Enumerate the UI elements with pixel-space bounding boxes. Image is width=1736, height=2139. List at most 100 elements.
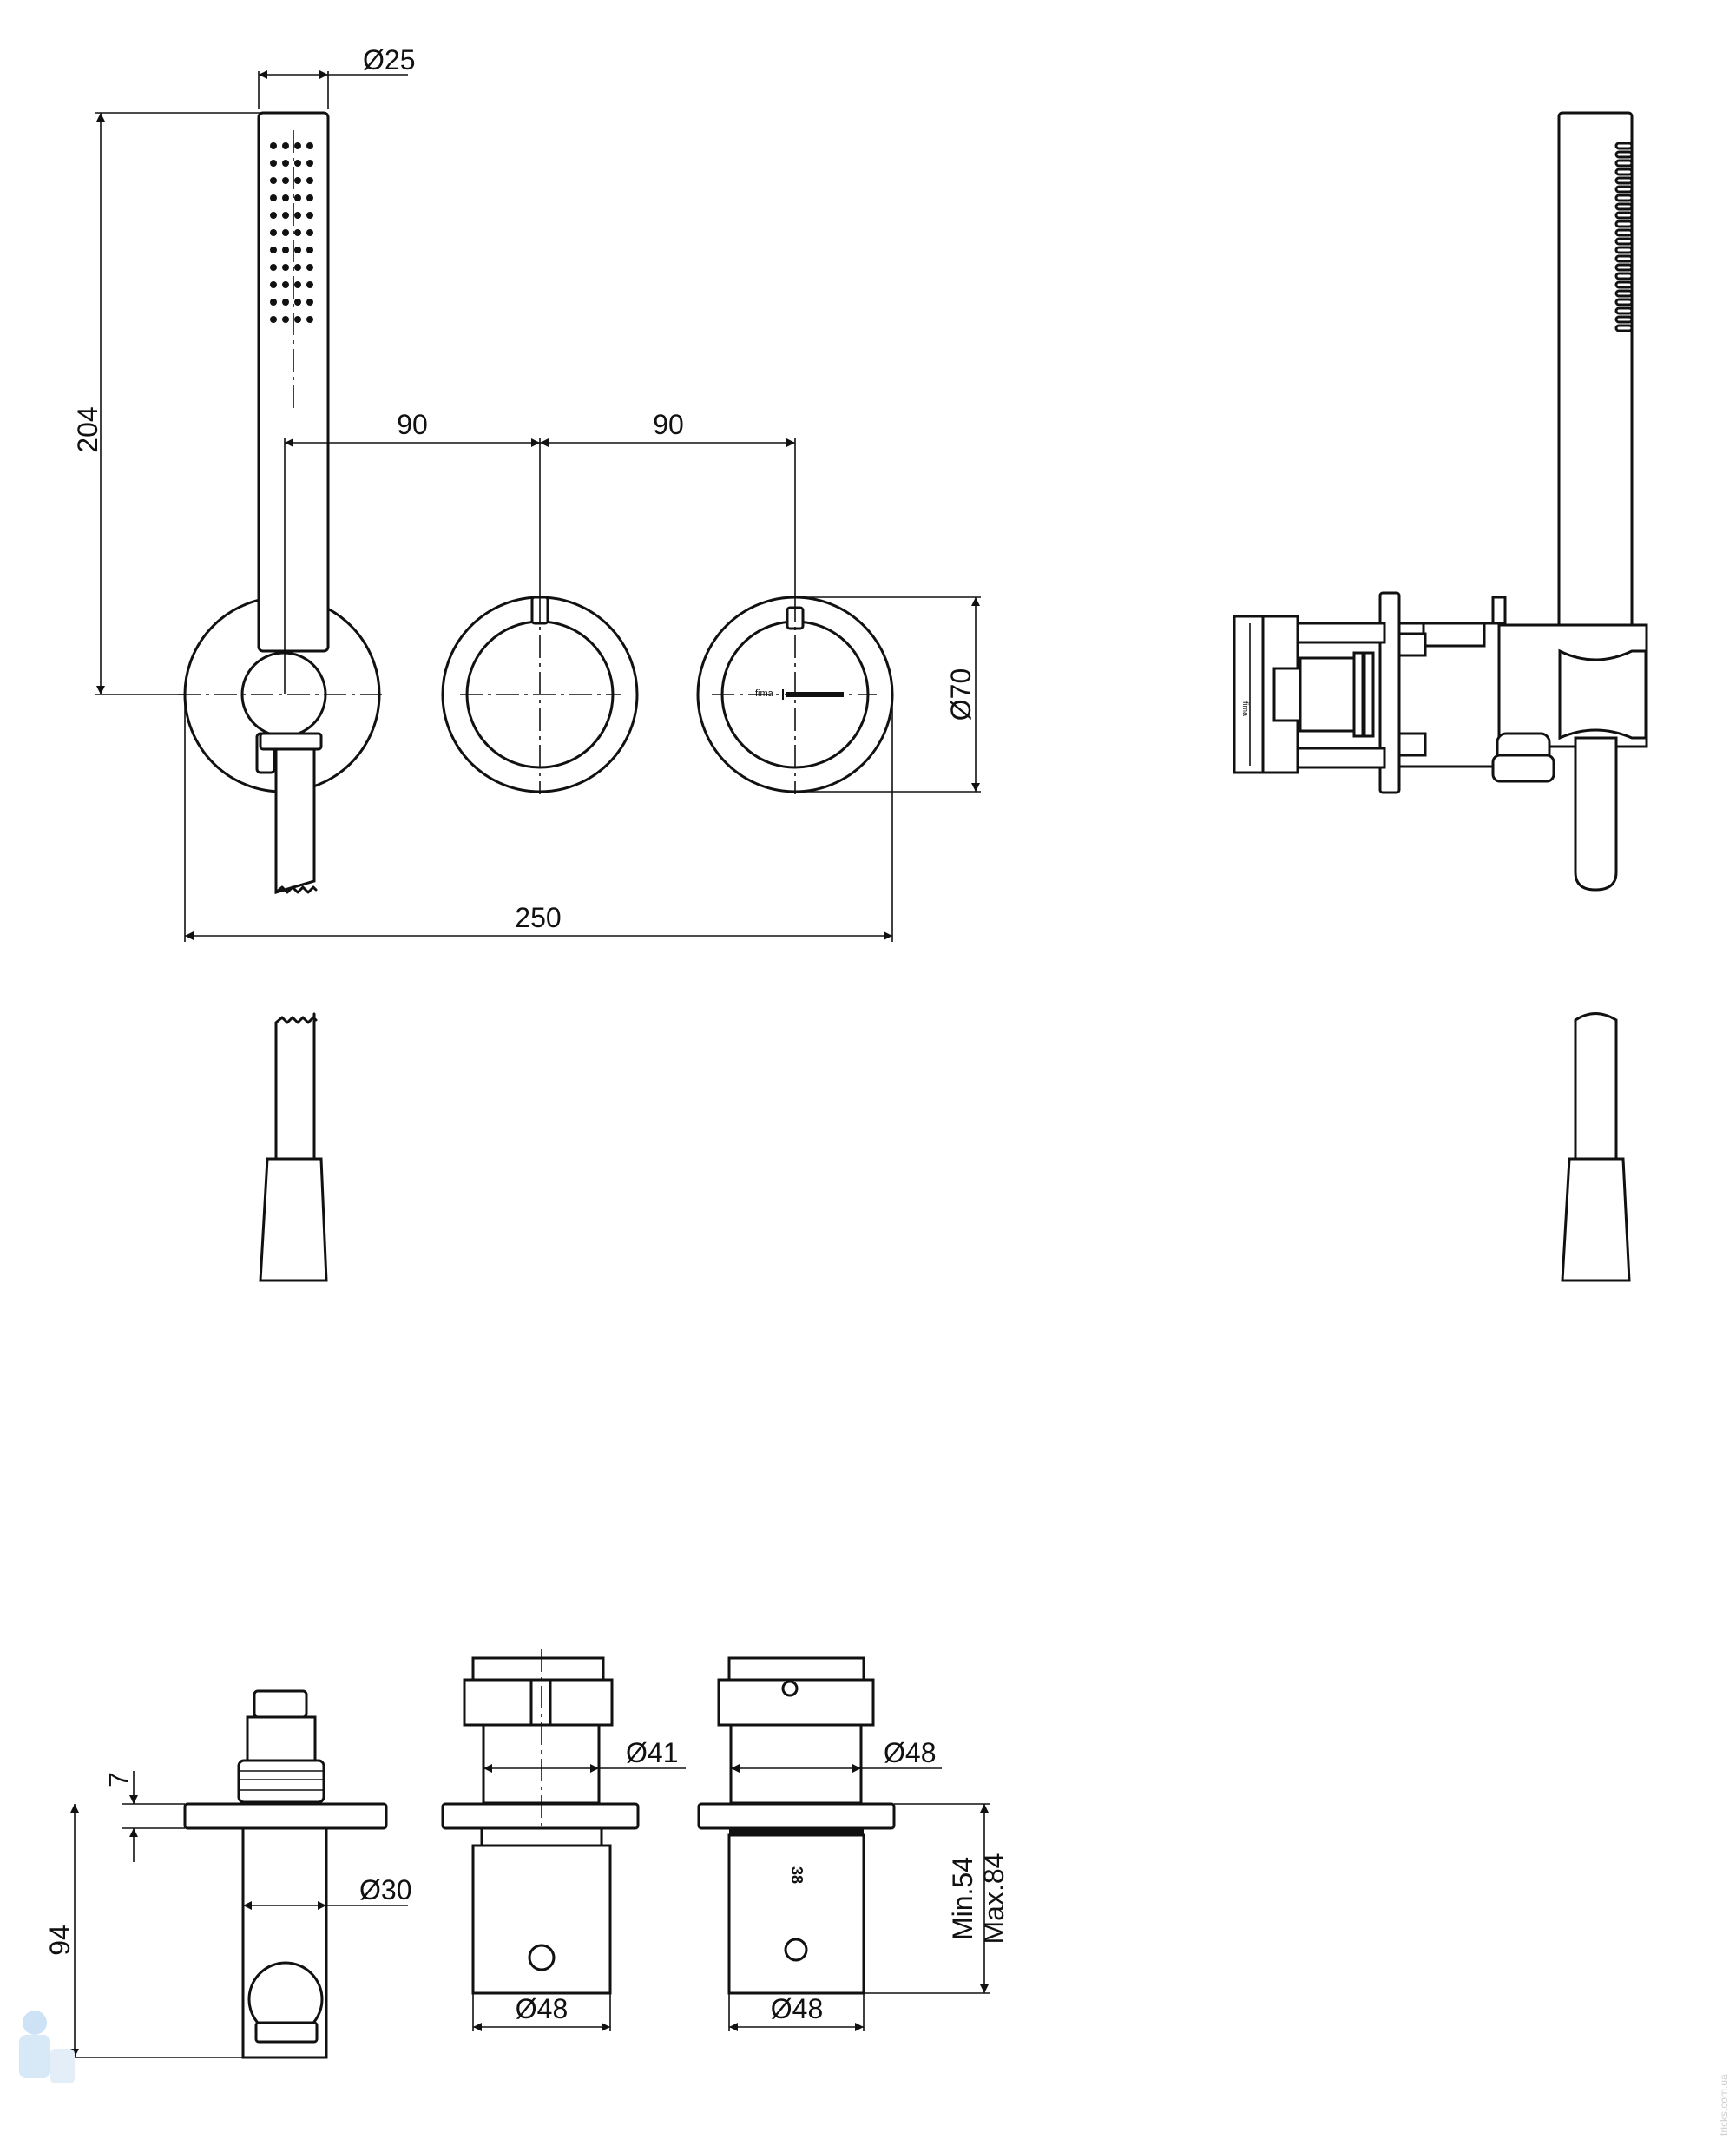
side-nozzles: [1614, 142, 1634, 332]
outlet-plate: [183, 1802, 388, 1830]
brand-mark: fima: [755, 688, 774, 699]
hose-connector: [259, 1157, 328, 1282]
thermostat-handle-section: [727, 1833, 865, 1995]
hose: [274, 736, 316, 895]
spray-nozzle: [294, 194, 301, 201]
spray-nozzle: [306, 177, 313, 184]
spray-nozzle: [306, 281, 313, 288]
spray-nozzle: [306, 264, 313, 271]
spray-nozzle: [306, 142, 313, 149]
dim-plate-depth: 7: [103, 1772, 135, 1787]
spray-nozzle: [294, 212, 301, 219]
thermostat-section: 38 Ø48 Ø48 Min.54 Max.84: [697, 1656, 1009, 2031]
dim-depth-max: Max.84: [978, 1853, 1009, 1945]
spray-nozzle: [282, 247, 289, 253]
side-view: fima: [1233, 111, 1648, 1282]
spray-nozzle: [270, 299, 277, 306]
spray-nozzle: [306, 247, 313, 253]
spray-nozzle: [294, 299, 301, 306]
spray-nozzle: [294, 142, 301, 149]
spray-nozzle: [270, 247, 277, 253]
side-nozzle: [1614, 306, 1634, 315]
spray-nozzle: [282, 212, 289, 219]
spray-nozzle: [294, 247, 301, 253]
spray-nozzle: [270, 194, 277, 201]
spray-nozzle: [294, 264, 301, 271]
dim-valve-diameter-1: Ø41: [626, 1737, 678, 1768]
side-nozzle: [1614, 315, 1634, 324]
spray-nozzle: [270, 142, 277, 149]
spray-nozzle: [294, 160, 301, 167]
dim-total-width: 250: [515, 902, 561, 933]
side-nozzle: [1614, 185, 1634, 194]
dim-outlet-diameter: Ø30: [359, 1874, 411, 1905]
spray-nozzle: [282, 264, 289, 271]
side-nozzle: [1614, 237, 1634, 246]
side-nozzle: [1614, 194, 1634, 202]
spray-nozzle: [282, 142, 289, 149]
spray-nozzle: [294, 229, 301, 236]
watermark-text: tricks.com.ua: [1718, 2074, 1730, 2136]
side-nozzle: [1614, 228, 1634, 237]
outlet-connector-top: [253, 1689, 308, 1719]
diverter-section: Ø41 Ø48: [441, 1649, 686, 2031]
spray-nozzle: [282, 299, 289, 306]
hand-shower-side: [1557, 111, 1634, 653]
side-nozzle: [1614, 324, 1634, 332]
spray-nozzle: [270, 212, 277, 219]
thermostat-cartridge: [729, 1723, 863, 1805]
spray-nozzle: [294, 316, 301, 323]
spray-nozzle: [270, 316, 277, 323]
spray-nozzle: [306, 316, 313, 323]
hand-shower-body: [257, 111, 330, 653]
side-nozzle: [1614, 202, 1634, 211]
outlet-section: 7 94 Ø30: [44, 1689, 411, 2059]
spray-nozzle: [306, 160, 313, 167]
side-nozzle: [1614, 254, 1634, 263]
dim-spacing-left: 90: [397, 409, 428, 440]
side-nozzle: [1614, 280, 1634, 289]
spray-nozzle: [270, 229, 277, 236]
spray-nozzle: [294, 281, 301, 288]
side-nozzle: [1614, 168, 1634, 176]
spray-nozzles: [270, 142, 313, 323]
dim-hand-shower-diameter: Ø25: [363, 44, 415, 76]
dim-hand-shower-height: 204: [72, 406, 103, 452]
side-nozzle: [1614, 246, 1634, 254]
spray-nozzle: [282, 281, 289, 288]
side-nozzle: [1614, 211, 1634, 220]
side-nozzle: [1614, 263, 1634, 272]
side-nozzle: [1614, 220, 1634, 228]
handle-mark: 38: [788, 1866, 806, 1884]
holder-ring: [1558, 648, 1647, 740]
watermark-logo: [19, 2011, 75, 2083]
thermostat-plate-section: [697, 1802, 896, 1830]
side-nozzle: [1614, 272, 1634, 280]
hose-connector-side: [1561, 1157, 1631, 1282]
spray-nozzle: [282, 160, 289, 167]
dim-spacing-right: 90: [653, 409, 684, 440]
dim-handle-diameter-1: Ø48: [516, 1993, 568, 2024]
dim-valve-diameter-2: Ø48: [884, 1737, 936, 1768]
diverter-plate-section: [441, 1802, 640, 1830]
spray-nozzle: [282, 177, 289, 184]
spray-nozzle: [282, 229, 289, 236]
side-nozzle: [1614, 176, 1634, 185]
spray-nozzle: [270, 264, 277, 271]
rough-in-frame: [1233, 615, 1266, 774]
spray-nozzle: [282, 316, 289, 323]
spray-nozzle: [306, 194, 313, 201]
spray-nozzle: [270, 177, 277, 184]
dim-handle-diameter-2: Ø48: [771, 1993, 823, 2024]
dim-plate-diameter: Ø70: [945, 668, 976, 721]
side-nozzle: [1614, 298, 1634, 306]
spray-nozzle: [270, 160, 277, 167]
front-view: fima Ø25 204 90 90 Ø70: [72, 44, 981, 1282]
spray-nozzle: [306, 212, 313, 219]
spray-nozzle: [294, 177, 301, 184]
spray-nozzle: [306, 299, 313, 306]
dim-depth-min: Min.54: [947, 1857, 978, 1940]
side-nozzle: [1614, 159, 1634, 168]
body-mark: fima: [1241, 701, 1250, 716]
